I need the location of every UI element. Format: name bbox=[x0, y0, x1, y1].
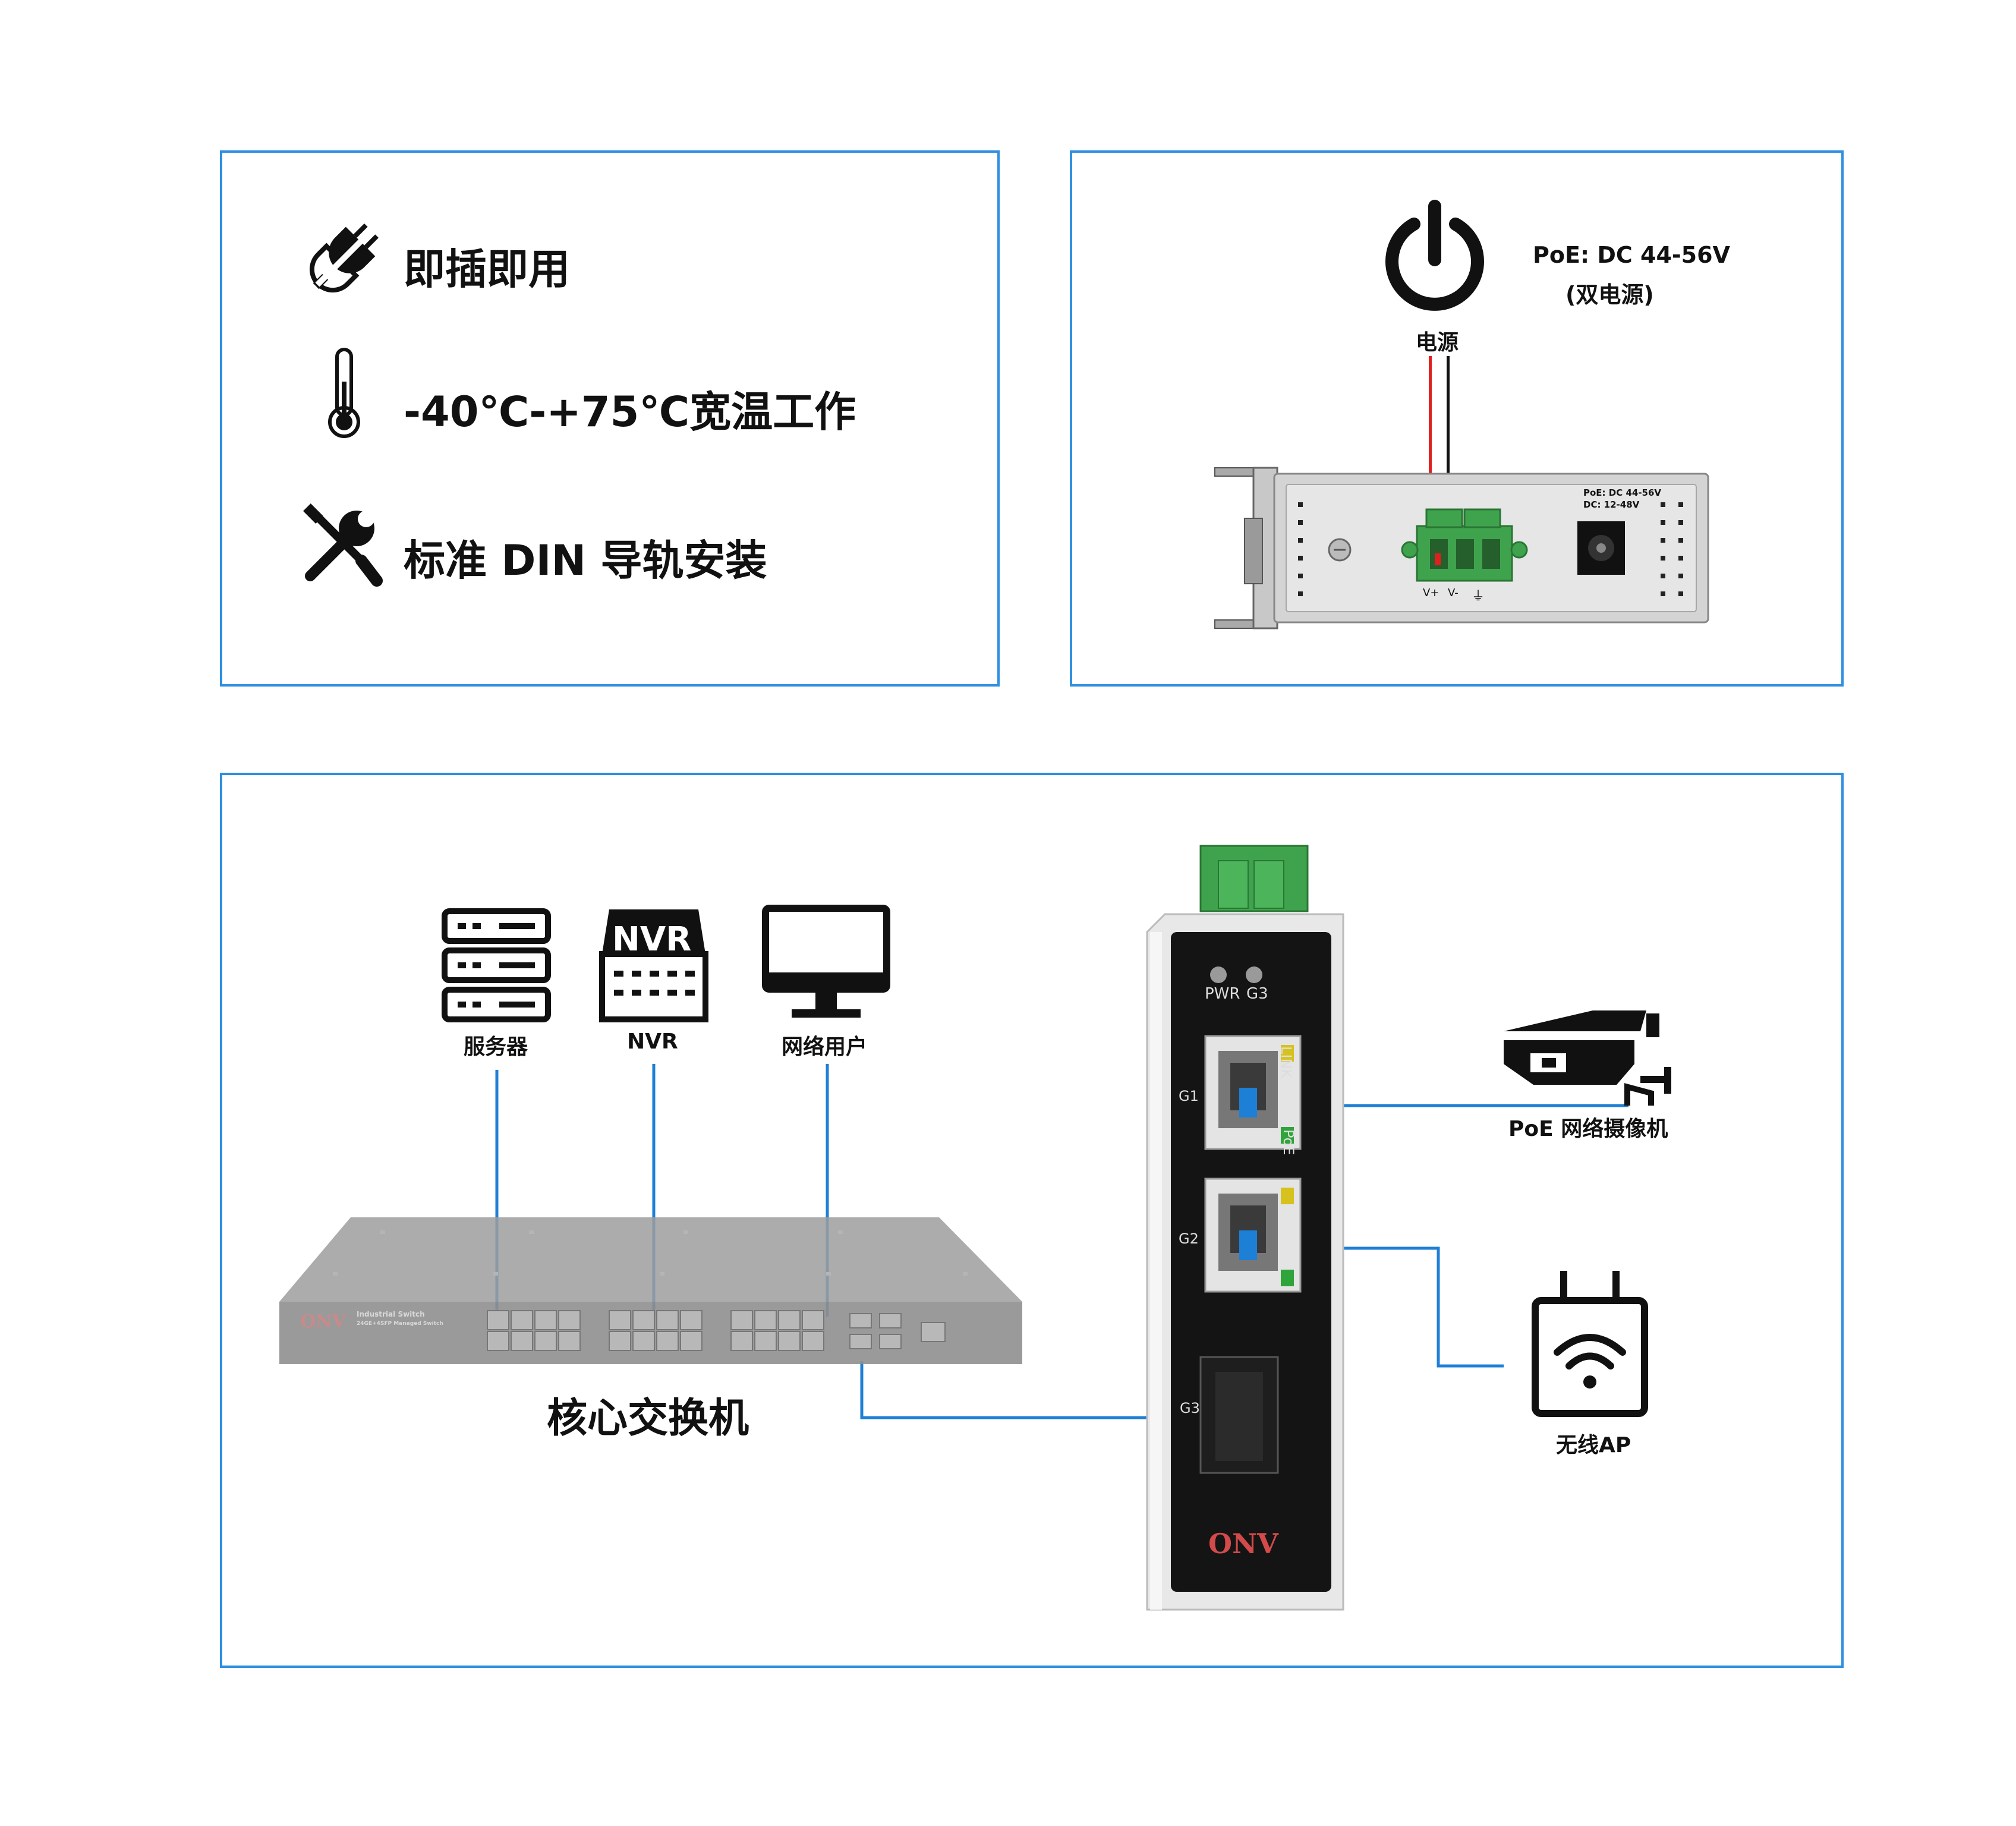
side-label-link: LINK bbox=[1278, 1046, 1294, 1079]
port-label-g1: G1 bbox=[1179, 1088, 1199, 1104]
port-g2-connector bbox=[1239, 1230, 1257, 1260]
server-icon bbox=[440, 906, 553, 1025]
feature-din-rail-text: 标准 DIN 导轨安装 bbox=[404, 536, 767, 585]
feature-temperature-text: -40℃-+75℃宽温工作 bbox=[404, 388, 856, 436]
core-switch-brand: ONV bbox=[300, 1311, 346, 1332]
led-label-g3: G3 bbox=[1246, 985, 1268, 1003]
core-switch-label: 核心交换机 bbox=[547, 1395, 749, 1442]
device-spec-poe-text: PoE: DC 44-56V bbox=[1583, 487, 1662, 498]
power-label: 电源 bbox=[1416, 330, 1459, 355]
terminal-label-ground: ⏚ bbox=[1472, 589, 1485, 604]
device-spec-dc-text: DC: 12-48V bbox=[1583, 499, 1640, 510]
device-top-view bbox=[1203, 456, 1714, 640]
port-label-g3: G3 bbox=[1180, 1400, 1200, 1416]
features-panel: 即插即用 -40℃-+75℃宽温工作 标准 DIN 导轨安装 bbox=[220, 150, 1000, 687]
port-label-g2: G2 bbox=[1179, 1230, 1199, 1247]
tools-icon bbox=[300, 503, 383, 587]
server-label: 服务器 bbox=[464, 1035, 528, 1059]
plug-icon bbox=[305, 219, 383, 297]
core-switch-model-line2: 24GE+4SFP Managed Switch bbox=[357, 1321, 443, 1327]
din-switch-brand: ONV bbox=[1208, 1528, 1278, 1560]
nvr-icon bbox=[597, 906, 710, 1025]
wifi-ap-icon bbox=[1530, 1266, 1649, 1421]
nvr-icon-text: NVR bbox=[612, 920, 692, 959]
nvr-label: NVR bbox=[627, 1030, 678, 1054]
power-spec-sub-text: (双电源) bbox=[1565, 282, 1654, 308]
port-g1-connector bbox=[1239, 1088, 1257, 1117]
camera-icon bbox=[1498, 999, 1676, 1106]
power-wire-black bbox=[1447, 356, 1450, 552]
led-label-pwr: PWR bbox=[1205, 985, 1240, 1003]
power-panel: PoE: DC 44-56V (双电源) 电源 bbox=[1070, 150, 1844, 687]
thermometer-icon bbox=[323, 346, 365, 441]
monitor-icon bbox=[761, 903, 892, 1022]
camera-label: PoE 网络摄像机 bbox=[1508, 1117, 1668, 1141]
core-switch-image bbox=[279, 1213, 1028, 1367]
power-spec-text: PoE: DC 44-56V bbox=[1533, 242, 1730, 268]
core-switch-model-line1: Industrial Switch bbox=[357, 1310, 425, 1318]
network-user-label: 网络用户 bbox=[782, 1035, 868, 1059]
feature-plug-play-text: 即插即用 bbox=[404, 245, 570, 294]
power-wire-red bbox=[1429, 356, 1432, 552]
terminal-label-vminus: V- bbox=[1448, 587, 1459, 599]
power-icon bbox=[1381, 197, 1488, 316]
terminal-label-vplus: V+ bbox=[1423, 587, 1439, 599]
side-label-poe: PoE bbox=[1280, 1129, 1297, 1156]
wifi-ap-label: 无线AP bbox=[1556, 1433, 1631, 1457]
din-switch-image bbox=[1141, 843, 1355, 1616]
